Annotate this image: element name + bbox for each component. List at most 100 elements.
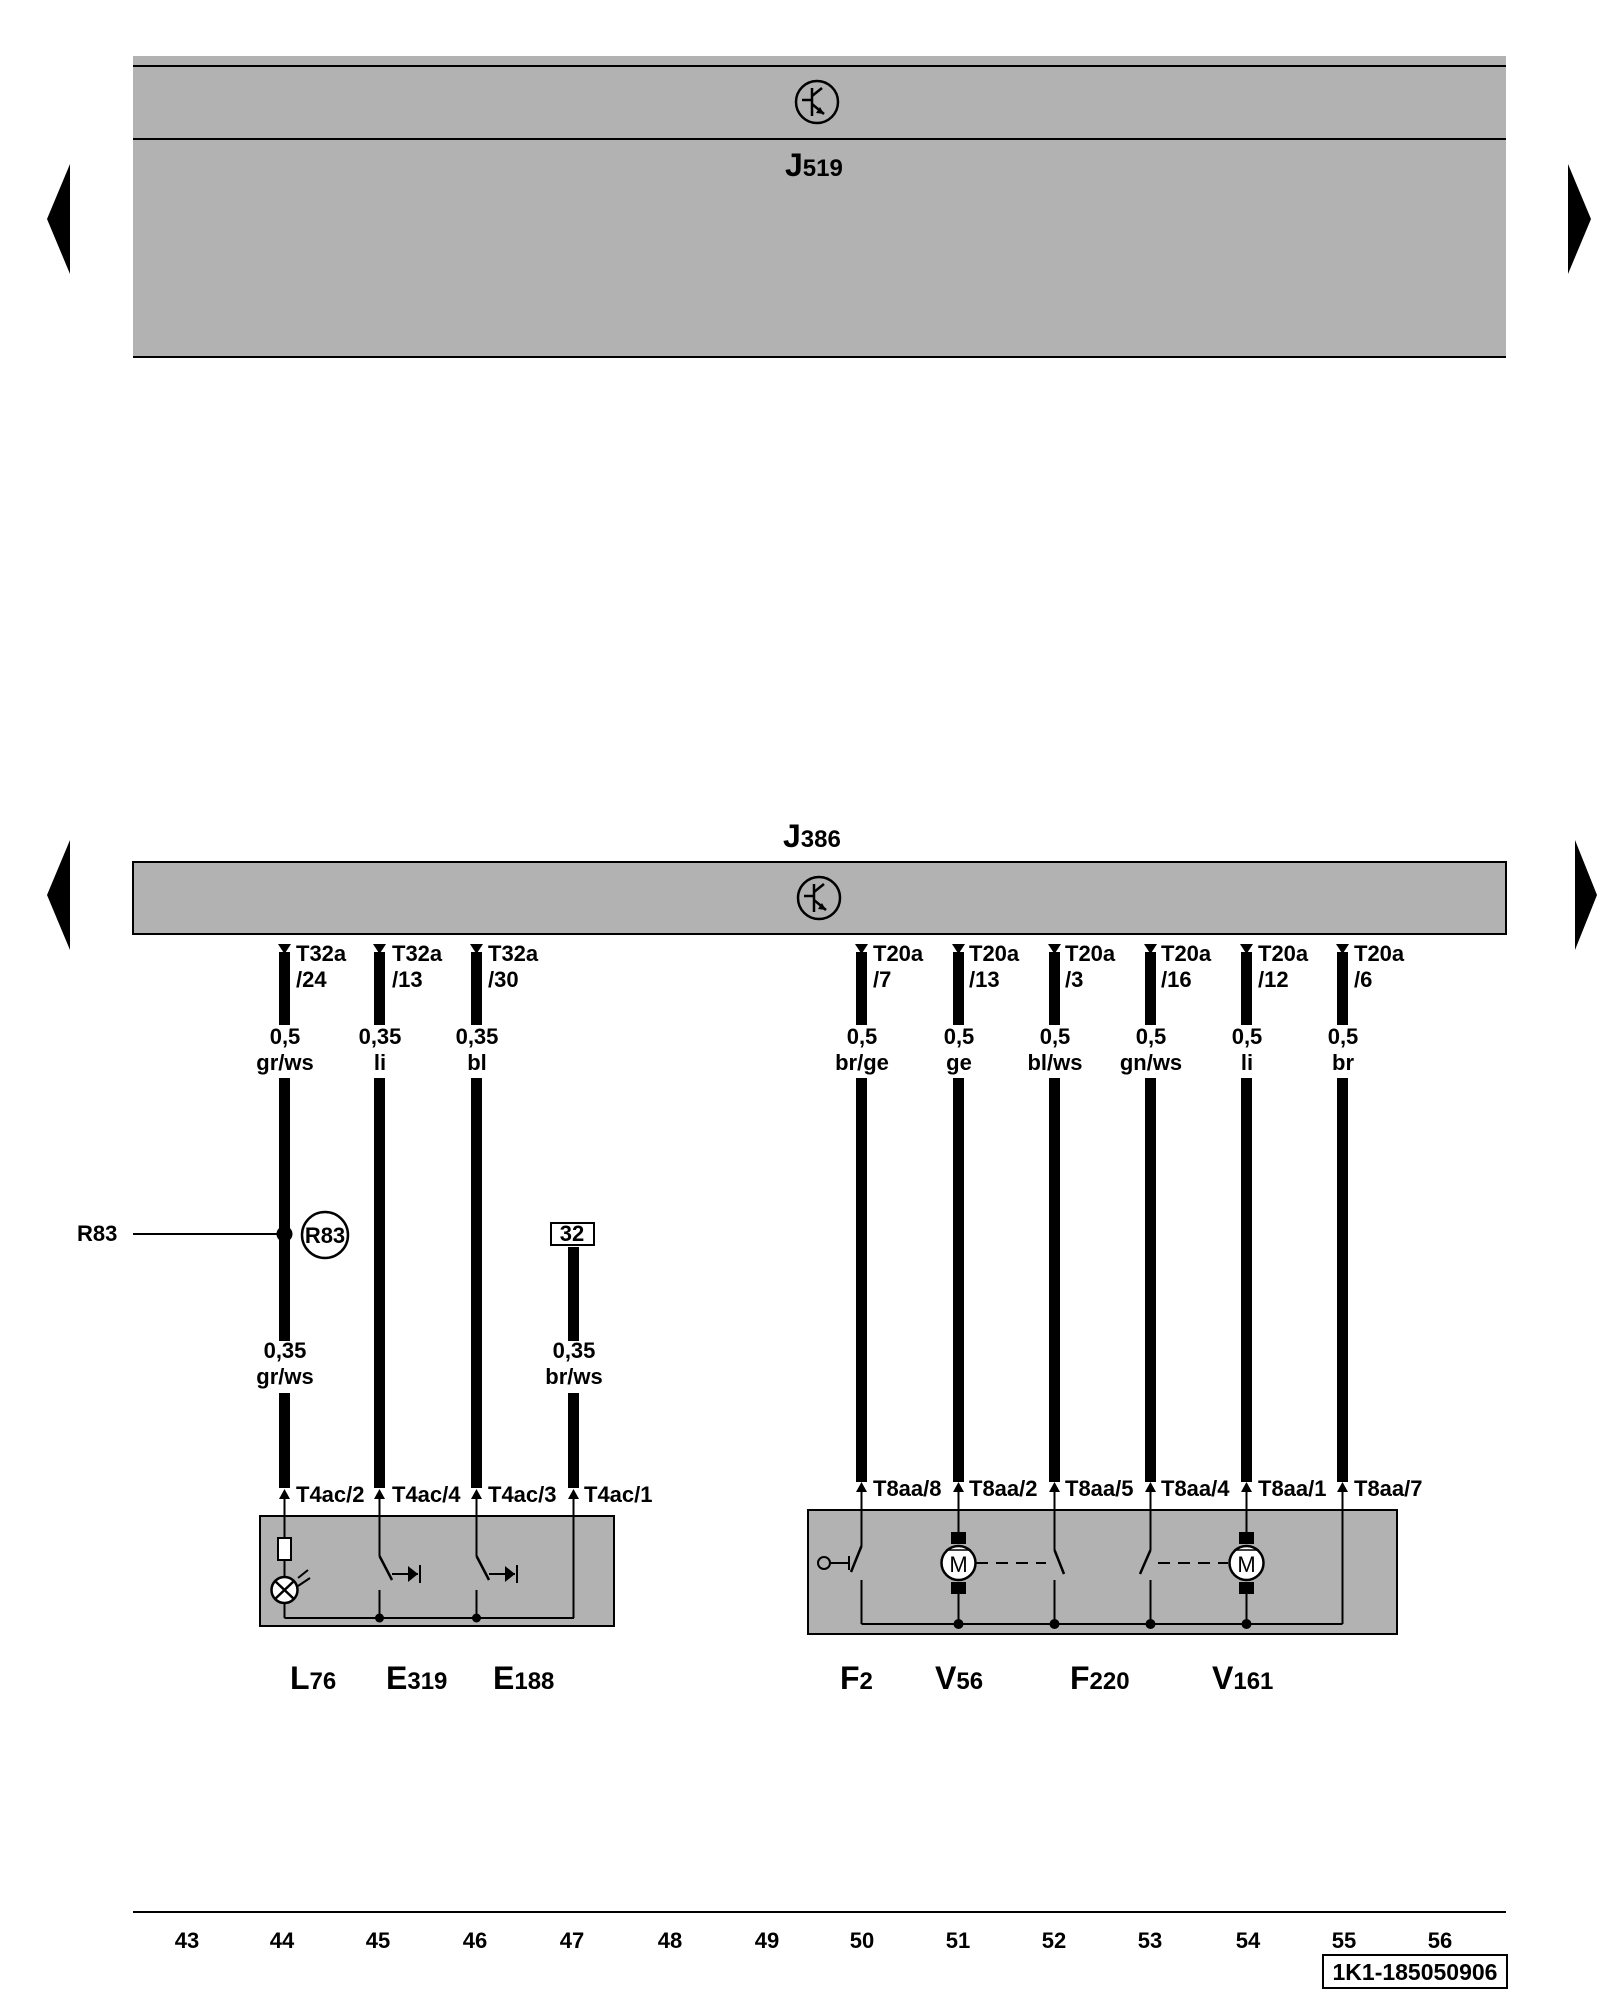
wire: T20a /13 0,5 ge T8aa/2 [944, 941, 1038, 1501]
track-number: 44 [270, 1928, 295, 1953]
wire-pin: /30 [488, 967, 519, 992]
component-label: F2 [840, 1660, 873, 1696]
wire-color: bl [467, 1050, 487, 1075]
switch-icon [1053, 1492, 1066, 1624]
prev-page-arrow-lower[interactable] [47, 840, 70, 950]
transistor-icon [796, 875, 842, 921]
wire-bottom-pin: T4ac/4 [392, 1482, 461, 1507]
wire: T32a /24 0,5 gr/ws 0,35 gr/ws T4ac/2 [256, 941, 364, 1507]
door-contact-icon [817, 1492, 863, 1624]
wire-pin: /6 [1354, 967, 1372, 992]
pin-arrows-bottom [279, 1482, 1348, 1499]
module-j386: J386 [132, 818, 1507, 935]
document-number-box: 1K1-185050906 [1322, 1954, 1508, 1989]
wire-size: 0,5 [1328, 1024, 1359, 1049]
wire-color: gr/ws [256, 1050, 313, 1075]
track-number: 43 [175, 1928, 199, 1953]
wire-size: 0,5 [1232, 1024, 1263, 1049]
wire-bottom-pin: T4ac/3 [488, 1482, 557, 1507]
track-number: 50 [850, 1928, 874, 1953]
next-page-arrow-lower[interactable] [1575, 840, 1597, 950]
track-ruler: 43 44 45 46 47 48 49 50 51 52 53 54 55 5… [133, 1911, 1506, 1953]
module-j519: J519 [133, 56, 1506, 358]
module-j519-label: J519 [785, 147, 843, 183]
component-labels: L76 E319 E188 F2 V56 F220 V161 [290, 1660, 1273, 1696]
track-number: 56 [1428, 1928, 1452, 1953]
switch-icon [1138, 1492, 1152, 1624]
wire-size: 0,5 [1040, 1024, 1071, 1049]
wire: T32a /13 0,35 li T4ac/4 [359, 941, 462, 1507]
track-number: 48 [658, 1928, 682, 1953]
wire-bottom-pin: T8aa/7 [1354, 1476, 1423, 1501]
wire-color: li [374, 1050, 386, 1075]
wire-color: gr/ws [256, 1364, 313, 1389]
wire-size: 0,5 [944, 1024, 975, 1049]
prev-page-arrow[interactable] [47, 164, 70, 274]
reference-number: 32 [560, 1221, 584, 1246]
splice-r83: R83 R83 [77, 1210, 350, 1260]
motor-symbol: M [1237, 1552, 1255, 1577]
wire-size: 0,35 [456, 1024, 499, 1049]
wire: 32 0,35 br/ws T4ac/1 [545, 1221, 652, 1507]
component-box-right: M M [807, 1492, 1398, 1635]
wire-bottom-pin: T8aa/1 [1258, 1476, 1327, 1501]
splice-line-label: R83 [77, 1221, 117, 1246]
track-number: 51 [946, 1928, 970, 1953]
wire-pin: /13 [969, 967, 1000, 992]
wire-pin: /24 [296, 967, 327, 992]
switch-icon [378, 1499, 421, 1618]
wire-bottom-pin: T8aa/8 [873, 1476, 942, 1501]
wire-connector: T20a [873, 941, 924, 966]
wire-pin: /12 [1258, 967, 1289, 992]
component-label: E319 [386, 1660, 447, 1696]
track-number: 55 [1332, 1928, 1356, 1953]
wire-size: 0,5 [270, 1024, 301, 1049]
wire-size: 0,5 [847, 1024, 878, 1049]
wire-bottom-pin: T8aa/5 [1065, 1476, 1134, 1501]
wire-color: br [1332, 1050, 1354, 1075]
transistor-icon [794, 79, 840, 125]
document-number: 1K1-185050906 [1333, 1959, 1498, 1985]
component-label: L76 [290, 1660, 336, 1696]
track-number: 49 [755, 1928, 779, 1953]
track-number: 53 [1138, 1928, 1162, 1953]
wire-size: 0,35 [359, 1024, 402, 1049]
wire-bottom-pin: T8aa/4 [1161, 1476, 1230, 1501]
wire-color: ge [946, 1050, 972, 1075]
wire-size: 0,35 [264, 1338, 307, 1363]
wire-group: T32a /24 0,5 gr/ws 0,35 gr/ws T4ac/2 T32… [256, 941, 1422, 1507]
wire: T20a /12 0,5 li T8aa/1 [1232, 941, 1327, 1501]
wire-size: 0,5 [1136, 1024, 1167, 1049]
wire-color: br/ge [835, 1050, 889, 1075]
wire-connector: T20a [969, 941, 1020, 966]
wire-color: bl/ws [1027, 1050, 1082, 1075]
component-label: V161 [1212, 1660, 1273, 1696]
component-label: E188 [493, 1660, 554, 1696]
track-number: 45 [366, 1928, 390, 1953]
reference-box [550, 1222, 595, 1246]
wire-size: 0,35 [553, 1338, 596, 1363]
splice-circle-label: R83 [305, 1223, 345, 1248]
wire: T20a /3 0,5 bl/ws T8aa/5 [1027, 941, 1133, 1501]
wire: T32a /30 0,35 bl T4ac/3 [456, 941, 557, 1507]
wire-bottom-pin: T8aa/2 [969, 1476, 1038, 1501]
wire: T20a /16 0,5 gn/ws T8aa/4 [1120, 941, 1230, 1501]
component-label: F220 [1070, 1660, 1130, 1696]
next-page-arrow[interactable] [1568, 164, 1591, 274]
wire-connector: T20a [1258, 941, 1309, 966]
wire-color: br/ws [545, 1364, 602, 1389]
wire-connector: T20a [1065, 941, 1116, 966]
wire: T20a /7 0,5 br/ge T8aa/8 [835, 941, 941, 1501]
wire-color: gn/ws [1120, 1050, 1182, 1075]
wire-pin: /3 [1065, 967, 1083, 992]
wire-connector: T32a [296, 941, 347, 966]
pin-arrows [278, 944, 1349, 954]
wire-connector: T20a [1161, 941, 1212, 966]
motor-symbol: M [949, 1552, 967, 1577]
wire-connector: T20a [1354, 941, 1405, 966]
wire: T20a /6 0,5 br T8aa/7 [1328, 941, 1423, 1501]
wire-bottom-pin: T4ac/1 [584, 1482, 653, 1507]
wire-connector: T32a [488, 941, 539, 966]
wire-pin: /7 [873, 967, 891, 992]
component-label: V56 [935, 1660, 983, 1696]
